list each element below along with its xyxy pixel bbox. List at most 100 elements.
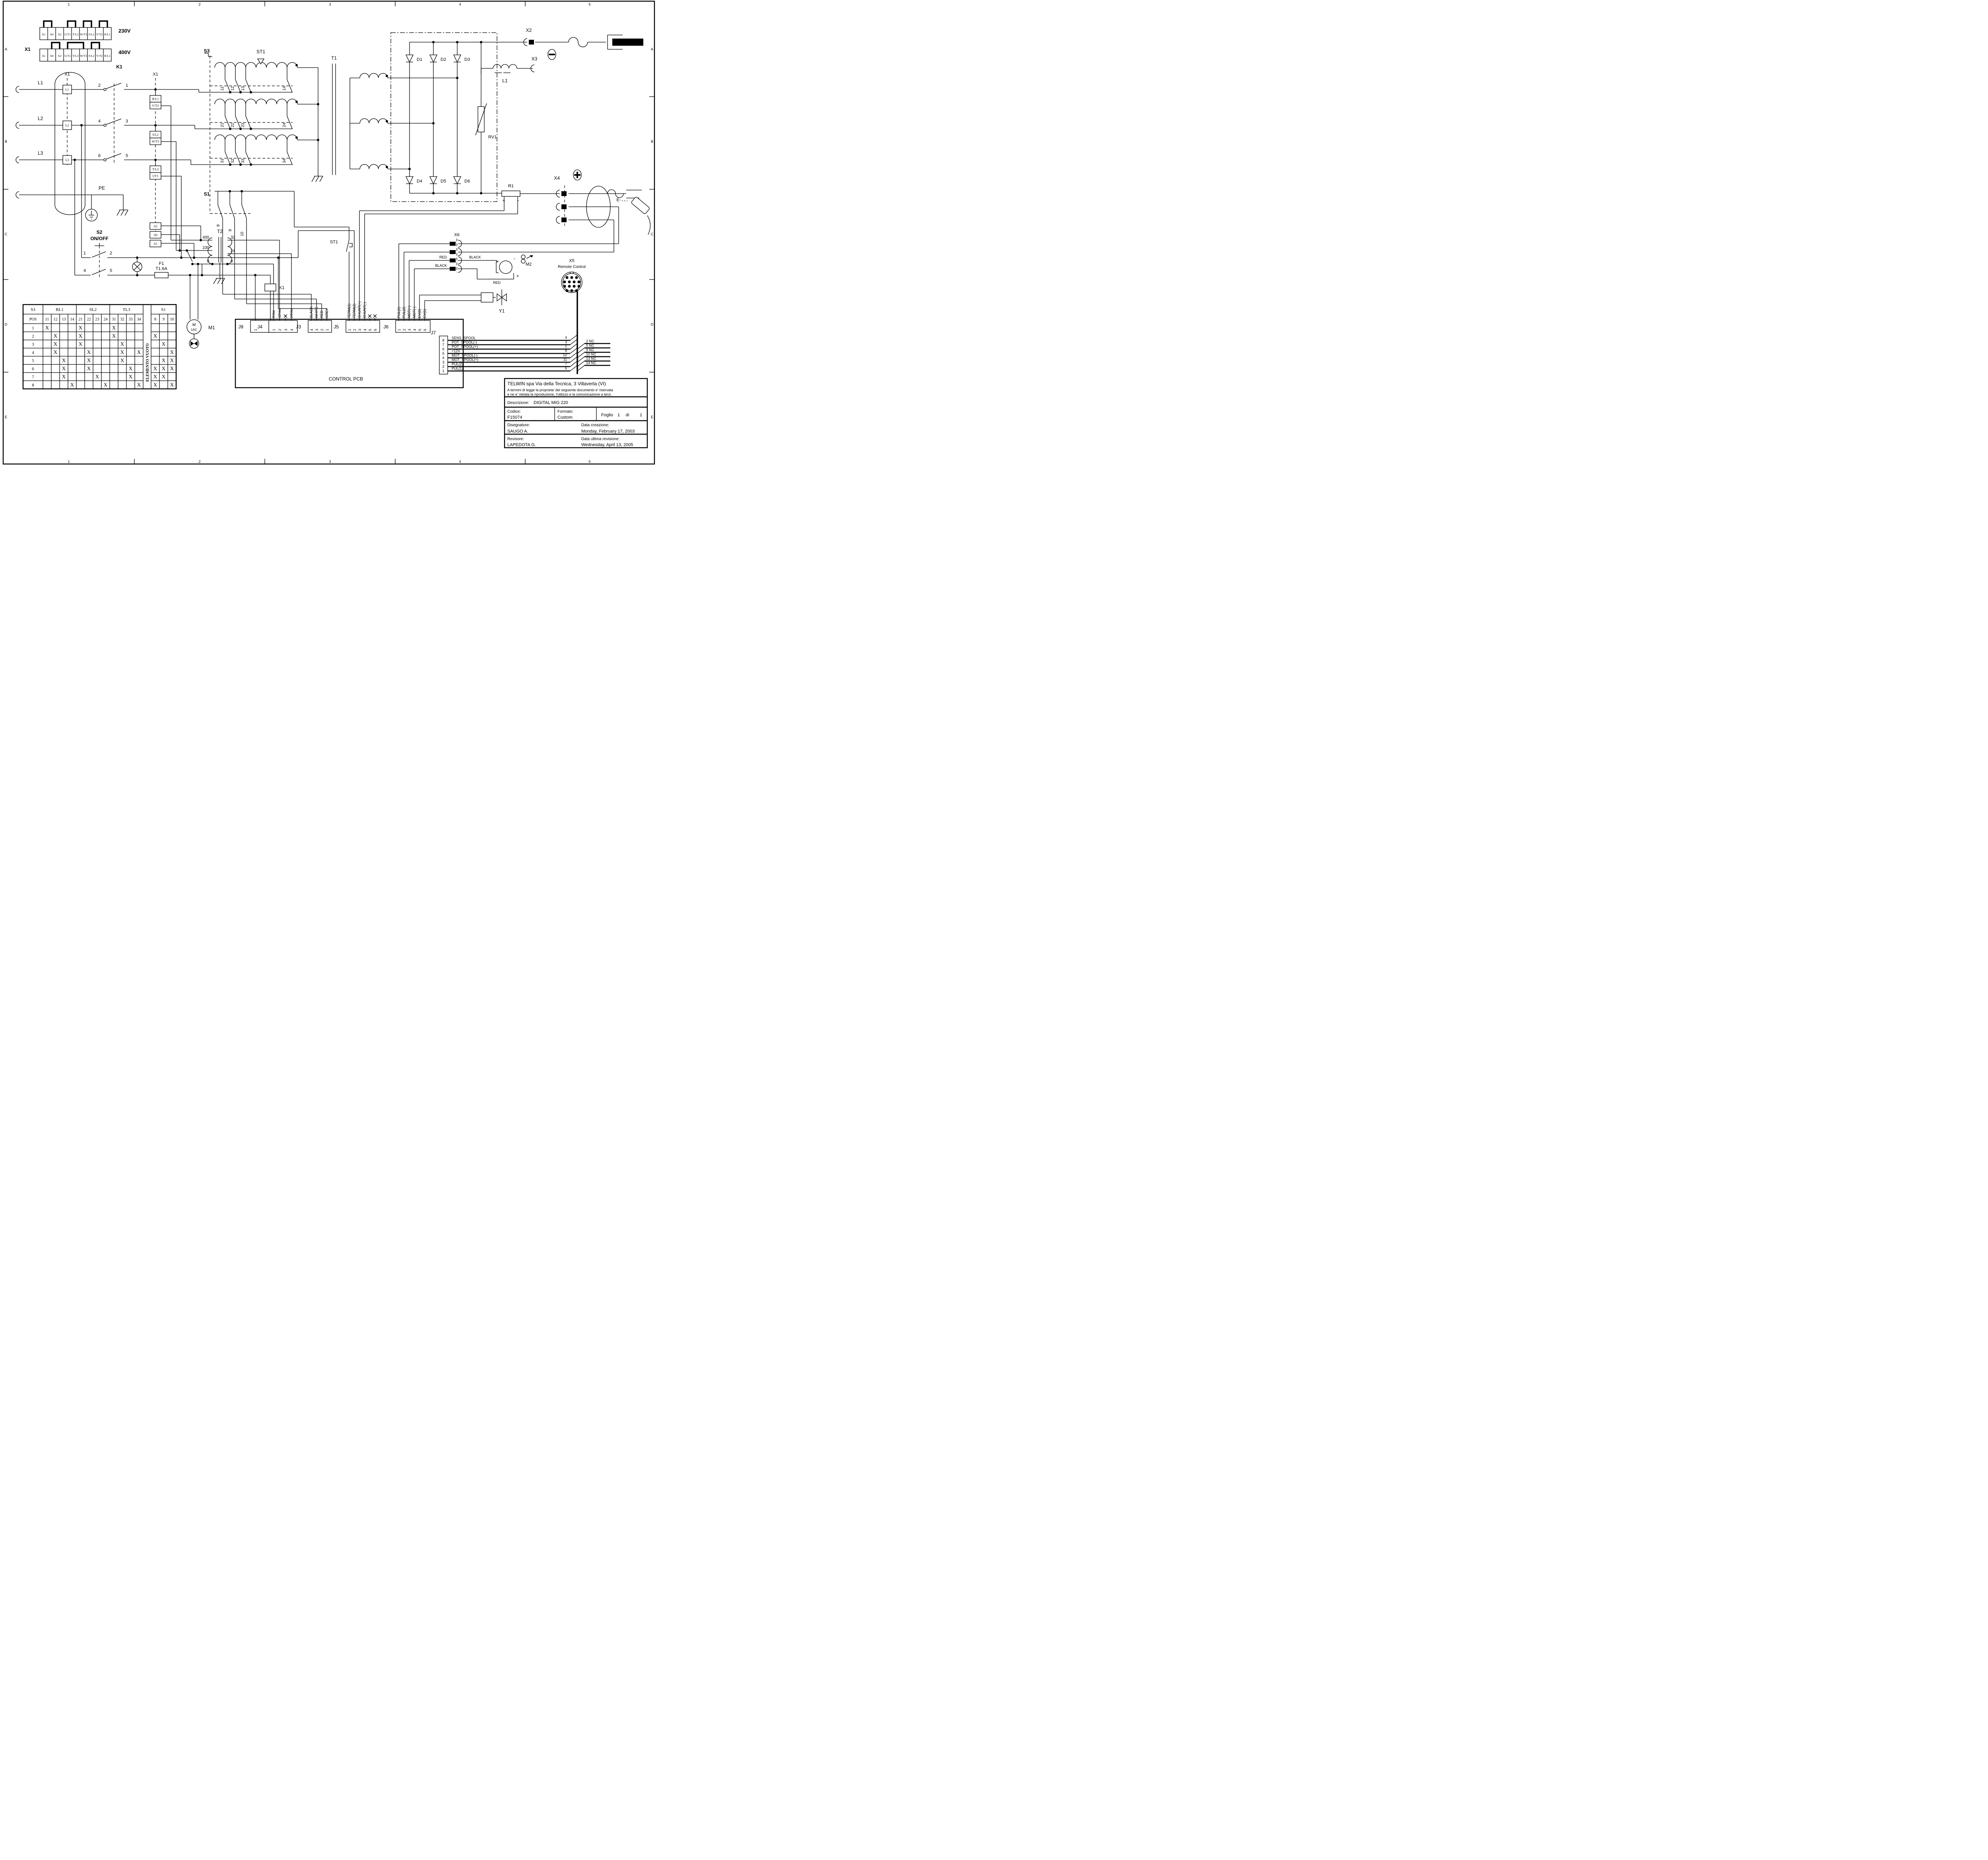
x5-pin (577, 285, 580, 288)
label-x4: X4 (554, 175, 560, 181)
connector-pin-icon (450, 250, 456, 254)
t2-tap: 0 (231, 259, 233, 264)
shape (214, 99, 298, 105)
sheet-total: 1 (640, 413, 642, 417)
shape (16, 191, 19, 198)
shape (359, 73, 388, 78)
x1-terminal (149, 222, 161, 230)
shape (99, 20, 108, 27)
connector-pin-icon (450, 258, 456, 262)
shape (54, 72, 85, 85)
label-k1-coil: K1 (279, 285, 284, 290)
shape (43, 20, 52, 27)
table-mark: X (153, 365, 157, 371)
connector-j5-wire-label: TERM(2) (352, 304, 356, 318)
t2-tap: 230 (202, 246, 209, 250)
plus-pole-icon (573, 169, 582, 181)
j7-nc: 10 NC (586, 352, 596, 356)
frame-row: A (651, 47, 653, 51)
shape (349, 243, 353, 247)
label-torch-e: E- (617, 198, 621, 202)
terminal-cell: R/L1 (104, 33, 111, 36)
connector-j3-pin: 1 (325, 329, 329, 331)
table-mark: X (137, 382, 141, 388)
table-pos: 5 (32, 358, 34, 363)
shape (16, 156, 19, 163)
label-f1-rating: T1.6A (155, 266, 167, 271)
protective-earth-icon (85, 209, 98, 221)
junction-dot (229, 190, 231, 192)
desc-label: Descrizione: (507, 401, 529, 405)
connector-j6 (395, 320, 431, 333)
j7-pin: 6 (442, 347, 444, 351)
diode-label: D1 (417, 57, 422, 62)
x5-pin (568, 285, 571, 288)
legal-line-1: A termini di legge la proprieta' del seg… (507, 388, 613, 392)
label-k1: K1 (116, 64, 122, 70)
table-mark: X (62, 365, 66, 371)
wire (225, 151, 231, 165)
j7-signal: PUL(2) (452, 362, 463, 366)
diode-icon (453, 54, 462, 63)
wire (245, 79, 251, 93)
connector-j6-pin: 3 (408, 329, 412, 331)
frame-col: 5 (588, 460, 590, 464)
x1-terminal-label: L3 (66, 158, 69, 162)
wire (346, 239, 349, 252)
table-mark: X (162, 365, 166, 371)
label-x3: X3 (532, 56, 538, 62)
table-mark: X (137, 349, 141, 355)
label-s2: S2 (97, 229, 103, 235)
label-400v: 400V (118, 49, 131, 55)
table-mark: X (170, 357, 174, 363)
t2-tap: 24 (231, 249, 235, 253)
terminal-cell: A0 (50, 33, 53, 36)
junction-dot (154, 124, 157, 126)
table-pos: 2 (32, 334, 34, 339)
shape (83, 20, 92, 27)
shape (214, 62, 298, 68)
shape (556, 203, 560, 211)
table-mark: X (62, 357, 66, 363)
terminal-cell: V/T2 (96, 33, 103, 36)
junction-dot (229, 91, 231, 93)
connector-j6-wire-label: EV(2) (417, 309, 421, 318)
wire (570, 334, 578, 341)
junction-dot (480, 41, 482, 43)
x5-pin (570, 289, 573, 292)
k1-contact-number: 3 (126, 119, 128, 124)
k1-contact-number: 5 (126, 153, 128, 158)
label-r1-plus: + (503, 198, 505, 203)
tap-number: 21 (220, 122, 225, 127)
connector-j3-wire-label: GREY (325, 308, 329, 318)
connector-j6-label: J6 (383, 324, 388, 330)
wire (106, 118, 122, 125)
connector-j9-label: J9 (238, 324, 243, 330)
tap-number: 13 (241, 86, 245, 91)
junction-dot (226, 263, 229, 265)
table-pos: 4 (32, 350, 34, 355)
junction-dot (136, 256, 138, 259)
label-wire-black-left: BLACK (435, 264, 447, 268)
table-pos: 3 (32, 342, 34, 347)
wire (245, 151, 251, 165)
x1-terminal (149, 138, 161, 145)
wire (225, 79, 231, 93)
diode-label: D5 (441, 179, 446, 184)
shape (359, 118, 388, 124)
company: TELWIN spa Via della Tecnica, 3 Villaver… (507, 381, 606, 386)
junction-dot (80, 124, 83, 126)
label-x1-upper: X1 (64, 72, 70, 77)
shape (208, 237, 213, 264)
x1-terminal-label: S/L2 (152, 133, 159, 137)
table-mark: X (120, 341, 124, 347)
shape (458, 265, 462, 273)
frame-col: 1 (68, 460, 70, 464)
frame-row: E (651, 415, 653, 419)
j7-pin: 8 (442, 338, 444, 342)
tap-number: 11 (220, 86, 225, 91)
sheet-number: 1 (617, 413, 620, 417)
junction-dot (408, 168, 411, 170)
terminal-cell: W/T3 (80, 54, 87, 58)
minus-pole-icon (547, 49, 556, 60)
